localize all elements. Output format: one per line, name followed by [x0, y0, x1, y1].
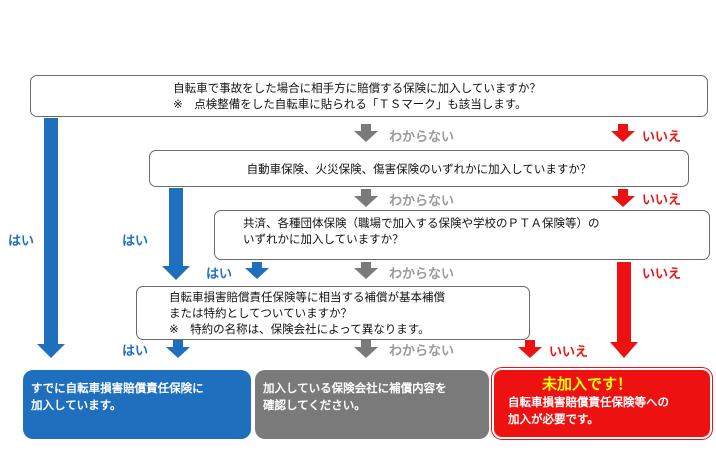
- outcome-confirm-line-2: 確認してください。: [263, 398, 366, 412]
- question-4-line-3: ※ 特約の名称は、保険会社によって異なります。: [169, 322, 430, 336]
- yes-label-q4: はい: [122, 344, 149, 359]
- question-1-line-1: 自転車で事故をした場合に相手方に賠償する保険に加入していますか？: [173, 81, 541, 95]
- unknown-arrow-q3: [354, 262, 378, 279]
- question-4-line-2: または特約としてついていますか？: [169, 306, 353, 320]
- outcome-enrolled-box: すでに自転車損害賠償責任保険に 加入しています。: [23, 370, 251, 439]
- question-1-line-2: ※ 点検整備をした自転車に貼られる「ＴＳマーク」も該当します。: [173, 97, 527, 111]
- no-arrow-q3: [610, 262, 638, 358]
- question-1-box: 自転車で事故をした場合に相手方に賠償する保険に加入していますか？ ※ 点検整備を…: [30, 75, 708, 117]
- question-4-line-1: 自転車損害賠償責任保険等に相当する補償が基本補償: [169, 290, 445, 304]
- question-3-line-1: 共済、各種団体保険（職場で加入する保険や学校のＰＴＡ保険等）の: [243, 216, 600, 230]
- no-label-q1: いいえ: [642, 130, 682, 145]
- unknown-arrow-q2: [354, 189, 378, 207]
- outcome-not-enrolled-headline: 未加入です！: [542, 375, 633, 393]
- no-arrow-q1: [611, 124, 635, 142]
- yes-arrow-q3: [245, 262, 269, 279]
- question-2-box: 自動車保険、火災保険、傷害保険のいずれかに加入していますか？: [149, 150, 689, 187]
- unknown-arrow-q4: [354, 340, 378, 358]
- no-arrow-q4: [518, 340, 542, 358]
- outcome-enrolled-line-1: すでに自転車損害賠償責任保険に: [31, 381, 204, 395]
- no-label-q4: いいえ: [549, 345, 589, 360]
- unknown-label-q1: わからない: [389, 130, 455, 145]
- question-3-box: 共済、各種団体保険（職場で加入する保険や学校のＰＴＡ保険等）の いずれかに加入し…: [214, 210, 710, 260]
- yes-label-q2: はい: [122, 234, 149, 249]
- unknown-label-q4: わからない: [389, 344, 455, 359]
- question-2-line-1: 自動車保険、火災保険、傷害保険のいずれかに加入していますか？: [246, 161, 592, 176]
- yes-label-q3: はい: [206, 267, 233, 282]
- question-4-box: 自転車損害賠償責任保険等に相当する補償が基本補償 または特約としてついていますか…: [136, 286, 530, 340]
- outcome-not-enrolled-line-1: 自転車損害賠償責任保険等への: [508, 395, 669, 409]
- no-arrow-q2: [611, 189, 635, 207]
- no-label-q2: いいえ: [642, 193, 682, 208]
- yes-arrow-q4: [166, 340, 190, 358]
- no-label-q3: いいえ: [642, 267, 682, 282]
- unknown-label-q2: わからない: [389, 194, 455, 209]
- outcome-confirm-line-1: 加入している保険会社に補償内容を: [263, 381, 447, 395]
- unknown-label-q3: わからない: [389, 267, 455, 282]
- yes-arrow-q2: [162, 188, 190, 280]
- outcome-confirm-box: 加入している保険会社に補償内容を 確認してください。: [255, 370, 489, 439]
- yes-label-q1: はい: [8, 234, 35, 249]
- yes-arrow-q1: [37, 118, 65, 358]
- outcome-not-enrolled-box: 未加入です！ 自転車損害賠償責任保険等への 加入が必要です。: [492, 368, 712, 439]
- outcome-enrolled-line-2: 加入しています。: [31, 398, 122, 412]
- question-3-line-2: いずれかに加入していますか？: [243, 232, 404, 246]
- outcome-not-enrolled-line-2: 加入が必要です。: [508, 412, 599, 426]
- unknown-arrow-q1: [354, 124, 378, 142]
